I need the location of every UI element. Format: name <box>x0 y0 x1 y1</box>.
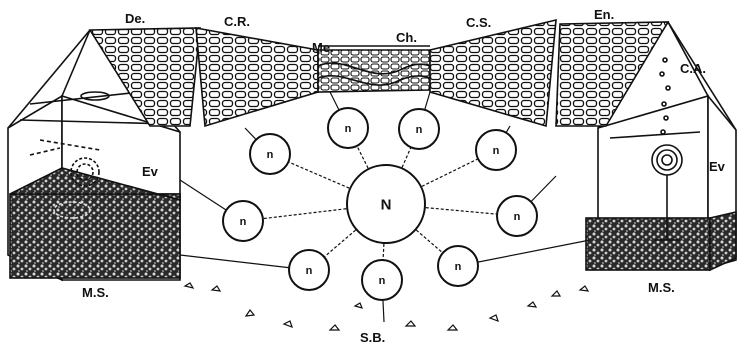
panel-ch <box>317 45 431 93</box>
panel-de <box>88 27 201 127</box>
node-small: n <box>398 108 440 150</box>
node-small: n <box>327 107 369 149</box>
label-cr: C.R. <box>224 14 250 29</box>
label-ch: Ch. <box>396 30 417 45</box>
label-ca: C.A. <box>680 61 706 76</box>
label-ms-left: M.S. <box>82 285 109 300</box>
panel-cr <box>195 27 319 128</box>
right-receptor-box <box>585 21 737 272</box>
label-en: En. <box>594 7 615 22</box>
node-small-label: n <box>514 211 521 223</box>
node-small-circle <box>222 200 264 242</box>
node-small: n <box>222 200 264 242</box>
node-small-circle <box>327 107 369 149</box>
node-small-label: n <box>306 265 313 277</box>
node-small-circle <box>398 108 440 150</box>
node-center-label: N <box>381 196 392 213</box>
node-center: N <box>346 164 426 244</box>
left-receptor-box <box>7 29 181 282</box>
node-small-label: n <box>416 124 423 136</box>
node-small: n <box>361 259 403 301</box>
node-small-circle <box>249 133 291 175</box>
node-small: n <box>475 129 517 171</box>
label-me: Me. <box>312 40 334 55</box>
node-small: n <box>496 195 538 237</box>
label-de: De. <box>125 11 146 26</box>
node-small-label: n <box>345 123 352 135</box>
node-small-circle <box>475 129 517 171</box>
node-small-circle <box>496 195 538 237</box>
node-small-circle <box>288 249 330 291</box>
node-small-label: n <box>379 275 386 287</box>
node-center-circle <box>346 164 426 244</box>
node-small-label: n <box>240 216 247 228</box>
label-sb: S.B. <box>360 330 386 345</box>
node-small-circle <box>437 245 479 287</box>
label-ev-right: Ev <box>709 159 725 174</box>
label-cs: C.S. <box>466 15 492 30</box>
debris <box>183 282 590 331</box>
panel-cs <box>429 18 557 128</box>
node-small-circle <box>361 259 403 301</box>
node-small-label: n <box>455 261 462 273</box>
node-small-label: n <box>493 145 500 157</box>
node-small: n <box>437 245 479 287</box>
node-small: n <box>288 249 330 291</box>
panel-en <box>555 21 670 127</box>
node-small-label: n <box>267 149 274 161</box>
node-small: n <box>249 133 291 175</box>
label-ev-left: Ev <box>142 164 158 179</box>
label-ms-right: M.S. <box>648 280 675 295</box>
